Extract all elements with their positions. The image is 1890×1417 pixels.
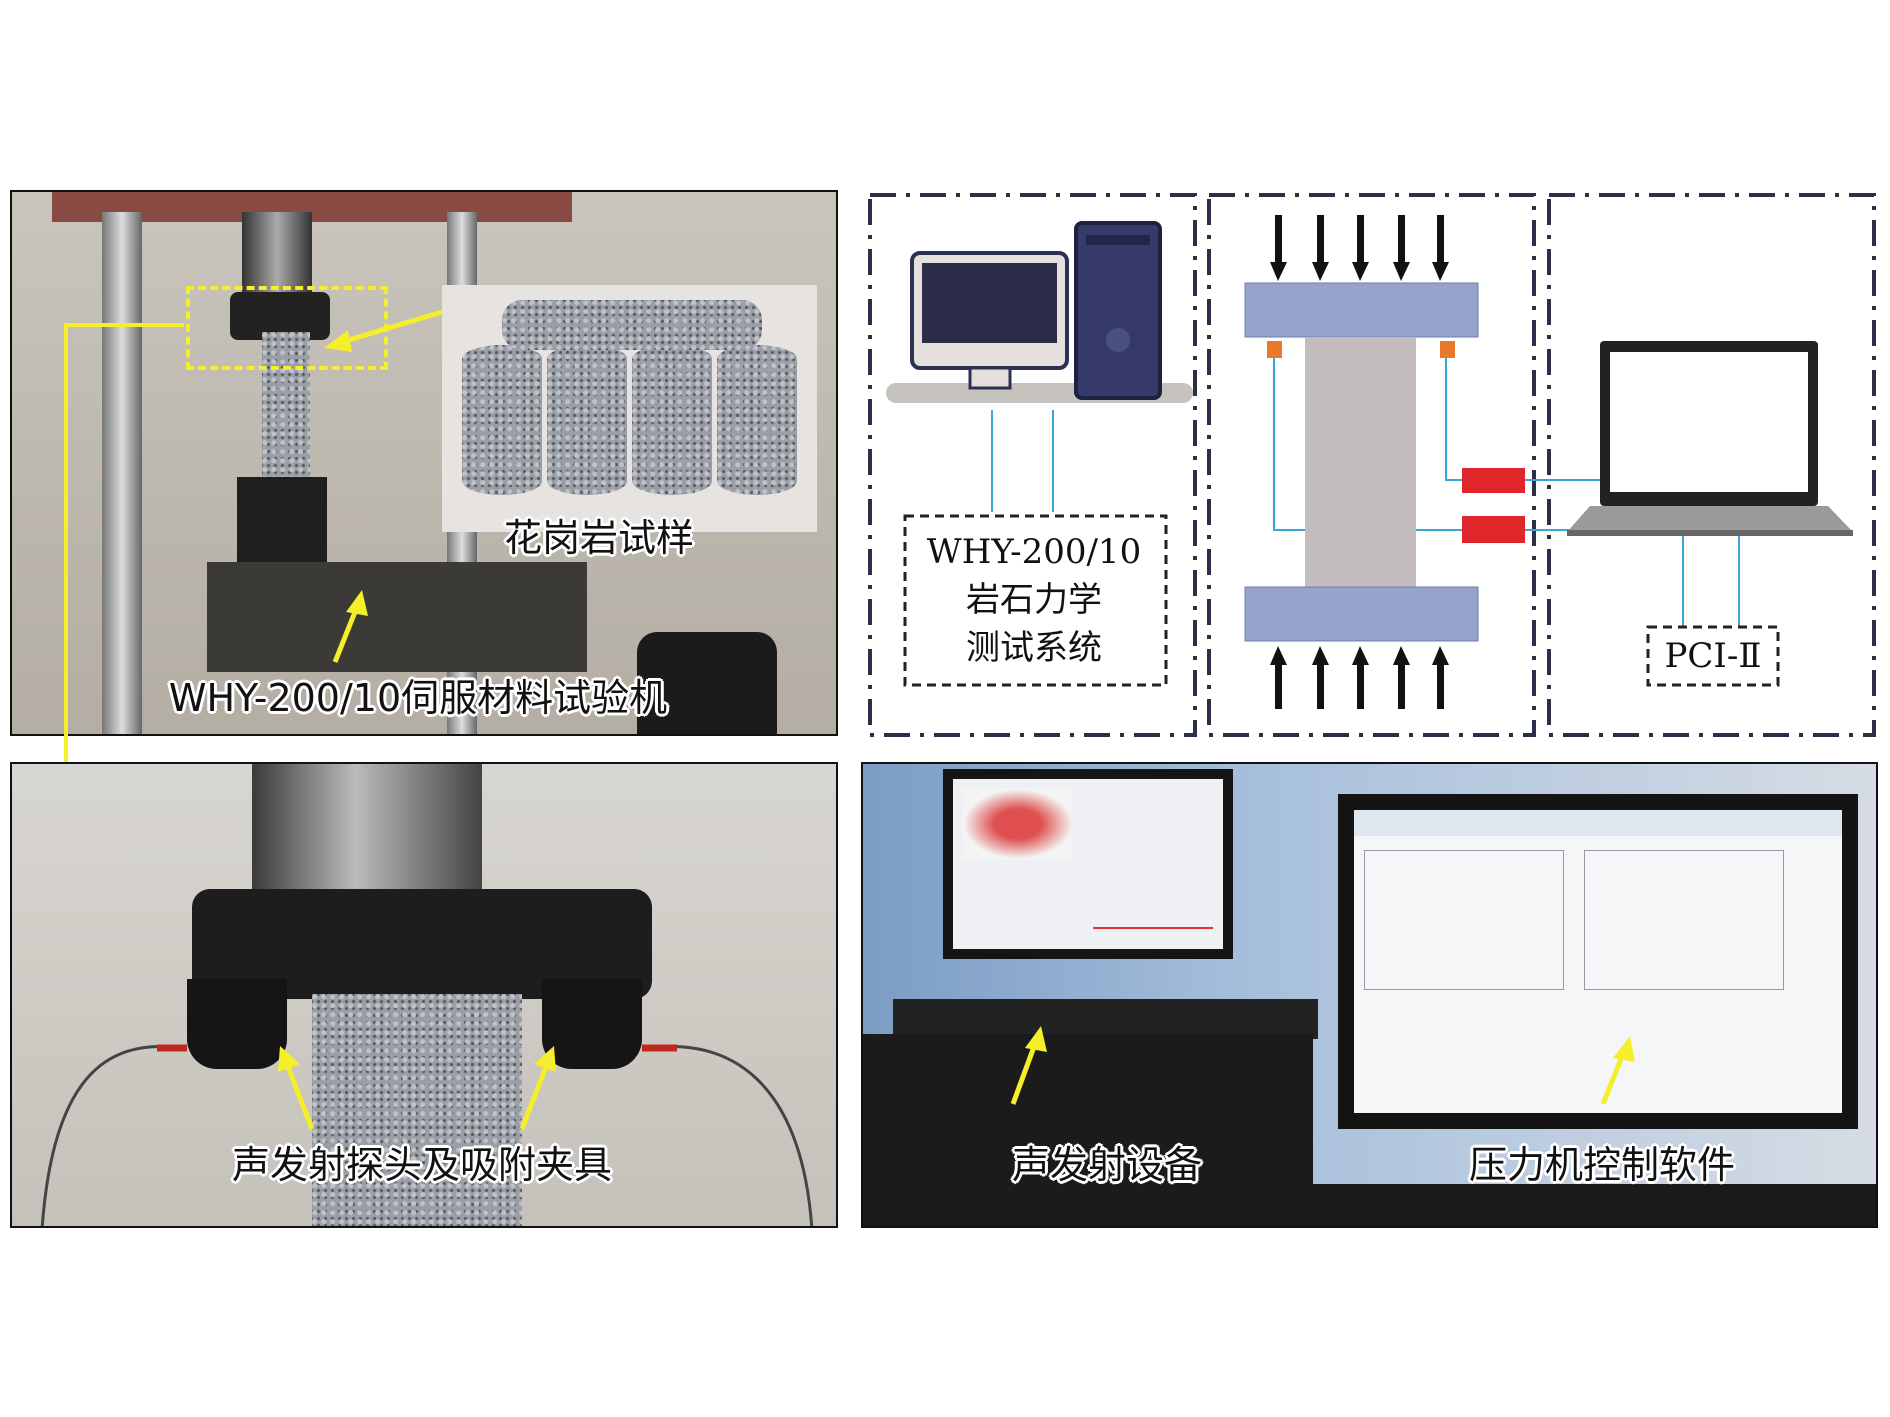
ae-sensor-left: [1267, 341, 1282, 358]
specimen: [262, 332, 310, 482]
keyboard-2: [1263, 1184, 1876, 1226]
probe-right: [542, 979, 642, 1069]
ae-system-box: [1547, 193, 1876, 737]
annotation-arrows: [1010, 1026, 1635, 1105]
annotation-arrows: [324, 309, 443, 663]
dark-cylinder: [637, 632, 777, 734]
lower-platen: [237, 477, 327, 577]
testing-machine-photo: 花岗岩试样 WHY-200/10伺服材料试验机: [10, 190, 838, 736]
rock-specimen: [1305, 337, 1416, 587]
control-monitor: [1338, 794, 1858, 1129]
specimen: [312, 994, 522, 1226]
pci-label-box: [1646, 625, 1780, 687]
column-left: [102, 212, 142, 734]
probe-closeup-photo: 声发射探头及吸附夹具: [10, 762, 838, 1228]
desktop-computer-icon: [886, 221, 1193, 403]
piston: [252, 764, 482, 894]
keyboard: [893, 999, 1318, 1039]
system-label-line2: 岩石力学: [966, 580, 1102, 620]
laptop-icon: [1567, 341, 1853, 536]
specimen-inset: [442, 285, 817, 532]
ae-device-case: [863, 1034, 1313, 1226]
ae-monitor: [943, 769, 1233, 959]
base-block: [207, 562, 587, 672]
bottom-platen: [1244, 586, 1479, 642]
equipment-photo: 声发射设备 压力机控制软件: [861, 762, 1878, 1228]
probe-label: 声发射探头及吸附夹具: [231, 1143, 613, 1187]
probe-left: [187, 979, 287, 1069]
system-schematic: [868, 193, 1876, 737]
ae-device-label: 声发射设备: [1011, 1143, 1203, 1187]
machine-label: WHY-200/10伺服材料试验机: [168, 676, 668, 720]
specimen-label: 花岗岩试样: [503, 516, 695, 560]
pci-label: PCI-Ⅱ: [1664, 636, 1762, 676]
top-platen: [1244, 282, 1479, 338]
system-label-line1: WHY-200/10: [926, 532, 1142, 572]
loading-system-box: [868, 193, 1197, 737]
system-label-box: [903, 514, 1168, 687]
load-arrows: [1270, 215, 1449, 709]
annotation-arrows: [40, 1044, 814, 1226]
specimen-box: [1207, 193, 1536, 737]
preamplifier-2: [1462, 516, 1525, 543]
software-label: 压力机控制软件: [1468, 1143, 1736, 1187]
preamplifier-1: [1462, 468, 1525, 493]
system-label-line3: 测试系统: [966, 628, 1102, 668]
ae-sensor-right: [1440, 341, 1455, 358]
